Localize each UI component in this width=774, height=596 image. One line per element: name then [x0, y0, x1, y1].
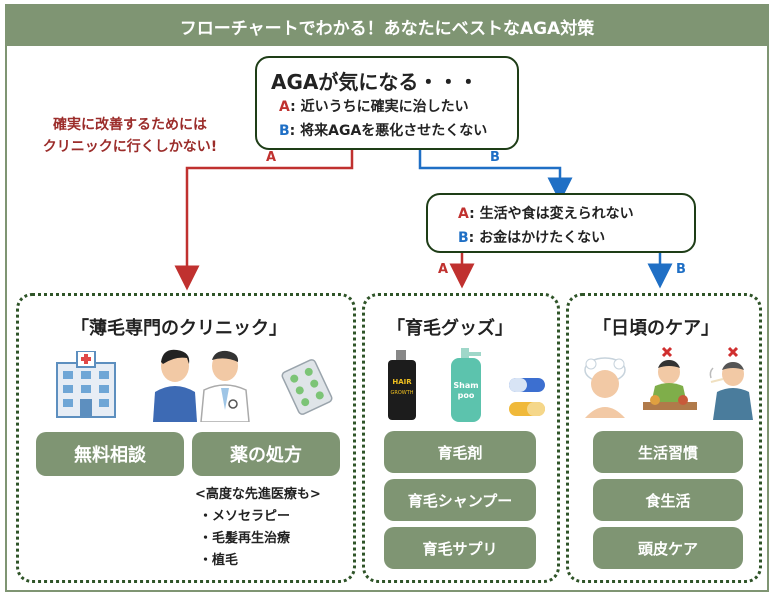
option-a-letter: A [279, 99, 291, 115]
question-option-b: B: 将来AGAを悪化させたくない [279, 120, 487, 140]
question-box: AGAが気になる・・・ A: 近いうちに確実に治したい B: 将来AGAを悪化さ… [255, 56, 519, 150]
question-title: AGAが気になる・・・ [271, 70, 479, 94]
scalp-care-button[interactable]: 頭皮ケア [593, 527, 743, 569]
diet-button[interactable]: 食生活 [593, 479, 743, 521]
question-option-a: A: 近いうちに確実に治したい [279, 96, 469, 116]
eating-illustration [643, 346, 697, 410]
second-question-box: A: 生活や食は変えられない B: お金はかけたくない [426, 193, 696, 253]
advanced-item-transplant: ・植毛 [199, 553, 239, 568]
page-title: フローチャートでわかる！あなたにベストなAGA対策 [179, 18, 595, 39]
hair-supplement-button[interactable]: 育毛サプリ [384, 527, 536, 569]
second-option-b: B: お金はかけたくない [458, 227, 605, 247]
arrow-label-b: B [490, 150, 500, 165]
hair-shampoo-button[interactable]: 育毛シャンプー [384, 479, 536, 521]
pill-pack-icon [281, 359, 333, 415]
arrow-label-second-a: A [438, 262, 449, 277]
second-option-a-letter: A [458, 206, 470, 222]
hospital-icon [56, 351, 116, 418]
goods-section: 「育毛グッズ」 HAIR GROWTH Sham poo 育毛剤 育毛シャンプー… [362, 293, 560, 583]
hair-growth-bottle-icon: HAIR GROWTH [388, 350, 416, 420]
title-bar: フローチャートでわかる！あなたにベストなAGA対策 [7, 6, 767, 46]
doctor-illustration [200, 350, 250, 422]
supplement-capsules-icon [509, 378, 545, 416]
patient-illustration [153, 349, 197, 422]
care-section: 「日頃のケア」 生活習慣 食生活 頭皮ケア [566, 293, 762, 583]
second-option-a-text: : 生活や食は変えられない [469, 206, 634, 222]
second-option-b-letter: B [458, 230, 469, 246]
clinic-section-title: 「薄毛専門のクリニック」 [71, 318, 287, 339]
shampoo-text-2: poo [458, 391, 475, 400]
clinic-note: 確実に改善するためには クリニックに行くしかない! [20, 114, 240, 158]
arrow-label-second-b: B [676, 262, 686, 277]
arrow-label-a: A [266, 150, 277, 165]
care-section-title: 「日頃のケア」 [593, 318, 719, 339]
arrow-b-to-second [418, 150, 573, 203]
advanced-item-hair-regeneration: ・毛髪再生治療 [199, 531, 291, 546]
option-a-text: : 近いうちに確実に治したい [290, 99, 469, 115]
medicine-prescription-button[interactable]: 薬の処方 [192, 432, 340, 476]
second-option-b-text: : お金はかけたくない [468, 230, 606, 246]
option-b-text: : 将来AGAを悪化させたくない [289, 123, 488, 139]
bottle-text-2: GROWTH [390, 390, 413, 396]
smoking-illustration [709, 346, 753, 420]
arrow-a-to-clinic [174, 150, 354, 291]
bottle-text-1: HAIR [392, 378, 412, 386]
clinic-note-line2: クリニックに行くしかない! [42, 139, 218, 155]
shampoo-text-1: Sham [453, 381, 478, 390]
lifestyle-habits-button[interactable]: 生活習慣 [593, 431, 743, 473]
shampoo-bottle-icon: Sham poo [451, 348, 481, 422]
free-consultation-button[interactable]: 無料相談 [36, 432, 184, 476]
washing-hair-illustration [584, 357, 626, 418]
clinic-section: 「薄毛専門のクリニック」 [16, 293, 356, 583]
goods-section-title: 「育毛グッズ」 [387, 318, 513, 339]
hair-tonic-button[interactable]: 育毛剤 [384, 431, 536, 473]
advanced-treatment-title: <高度な先進医療も> [195, 487, 321, 502]
second-option-a: A: 生活や食は変えられない [458, 203, 634, 223]
advanced-item-mesotherapy: ・メソセラピー [199, 509, 291, 524]
option-b-letter: B [279, 123, 290, 139]
clinic-note-line1: 確実に改善するためには [53, 117, 207, 133]
